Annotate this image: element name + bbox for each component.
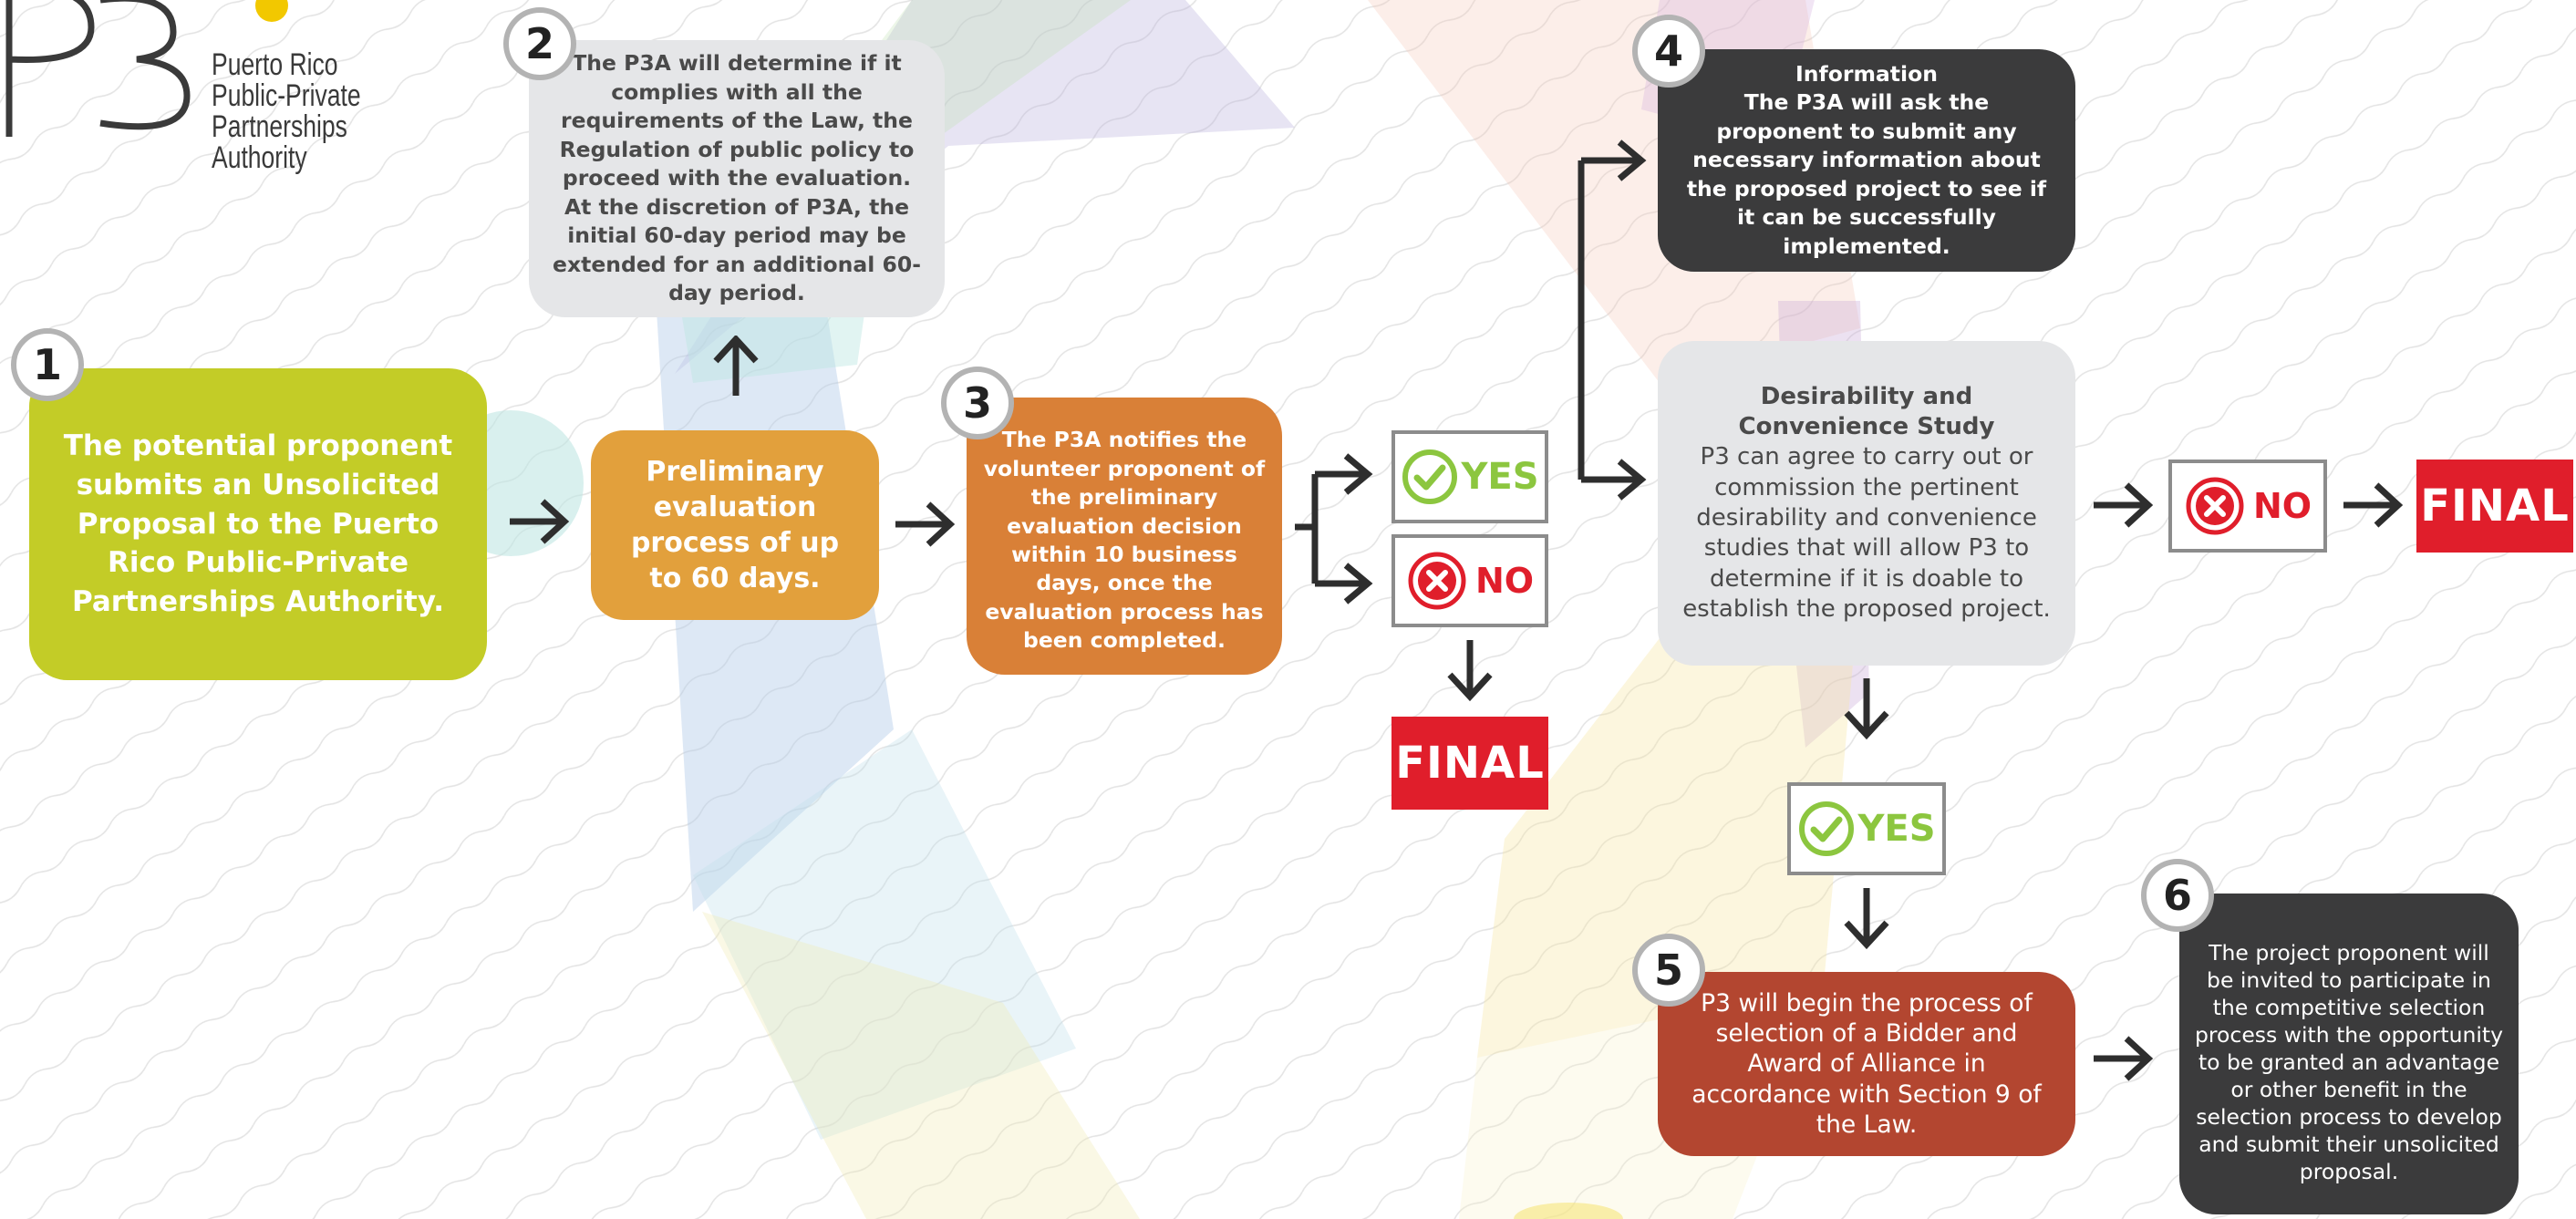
no-label: NO xyxy=(2252,486,2312,526)
yes-branch-arrows xyxy=(1578,139,1647,501)
step-4-badge: 4 xyxy=(1632,15,1705,88)
step-6-box: The project proponent will be invited to… xyxy=(2179,894,2519,1214)
step-1-badge: 1 xyxy=(11,328,84,401)
step-1-text: The potential proponent submits an Unsol… xyxy=(63,429,453,619)
arrow-right-icon xyxy=(2094,1036,2154,1081)
logo-dot xyxy=(255,0,288,22)
arrow-right-icon xyxy=(510,499,570,544)
study-text: P3 can agree to carry out or commission … xyxy=(1682,443,2051,623)
step-5-badge: 5 xyxy=(1632,934,1705,1007)
step-3-badge: 3 xyxy=(941,367,1014,439)
step-2-badge: 2 xyxy=(503,7,576,80)
step-4-box: Information The P3A will ask the propone… xyxy=(1658,49,2075,272)
arrow-right-icon xyxy=(2094,482,2154,528)
preliminary-evaluation-text: Preliminary evaluation process of up to … xyxy=(630,456,840,594)
logo: Puerto Rico Public-Private Partnerships … xyxy=(0,0,456,173)
step-3-box: The P3A notifies the volunteer proponent… xyxy=(967,398,1282,675)
yes-label: YES xyxy=(1461,456,1539,498)
step-5-text: P3 will begin the process of selection o… xyxy=(1691,988,2042,1140)
decision-yes-2: YES xyxy=(1787,782,1946,875)
arrow-down-icon xyxy=(1844,678,1889,740)
step-4-title: Information xyxy=(1795,60,1938,87)
preliminary-evaluation-box: Preliminary evaluation process of up to … xyxy=(591,430,879,620)
step-2-text: The P3A will determine if it complies wi… xyxy=(553,50,921,306)
step-1-box: The potential proponent submits an Unsol… xyxy=(29,368,487,680)
p3-logo-mark xyxy=(5,0,191,137)
study-box: Desirability and Convenience Study P3 ca… xyxy=(1658,341,2075,666)
x-circle-icon xyxy=(2186,477,2244,535)
decision-no-1: NO xyxy=(1391,534,1548,627)
no-label: NO xyxy=(1474,561,1535,601)
step-5-box: P3 will begin the process of selection o… xyxy=(1658,972,2075,1156)
step-6-text: The project proponent will be invited to… xyxy=(2194,939,2504,1185)
decision-no-2: NO xyxy=(2168,460,2327,553)
step-2-box: The P3A will determine if it complies wi… xyxy=(529,40,945,317)
arrow-right-icon xyxy=(895,501,956,547)
logo-line-1: Puerto Rico xyxy=(212,47,338,82)
yes-label: YES xyxy=(1857,808,1936,850)
check-circle-icon xyxy=(1799,801,1855,856)
final-label-1: FINAL xyxy=(1391,717,1548,810)
step-4-text: The P3A will ask the proponent to submit… xyxy=(1686,89,2047,259)
logo-line-3: Partnerships Authority xyxy=(212,109,347,175)
x-circle-icon xyxy=(1408,552,1466,610)
study-title: Desirability and Convenience Study xyxy=(1738,382,1995,441)
arrow-up-icon xyxy=(713,336,759,396)
final-label-2: FINAL xyxy=(2416,460,2573,553)
branch-arrows xyxy=(1295,453,1373,604)
decision-yes-1: YES xyxy=(1391,430,1548,523)
step-6-badge: 6 xyxy=(2141,859,2214,932)
step-3-text: The P3A notifies the volunteer proponent… xyxy=(983,427,1266,654)
check-circle-icon xyxy=(1402,449,1458,504)
arrow-down-icon xyxy=(1447,640,1493,702)
logo-line-2: Public-Private xyxy=(212,78,361,113)
arrow-right-icon xyxy=(2343,482,2404,528)
arrow-down-icon xyxy=(1844,888,1889,950)
